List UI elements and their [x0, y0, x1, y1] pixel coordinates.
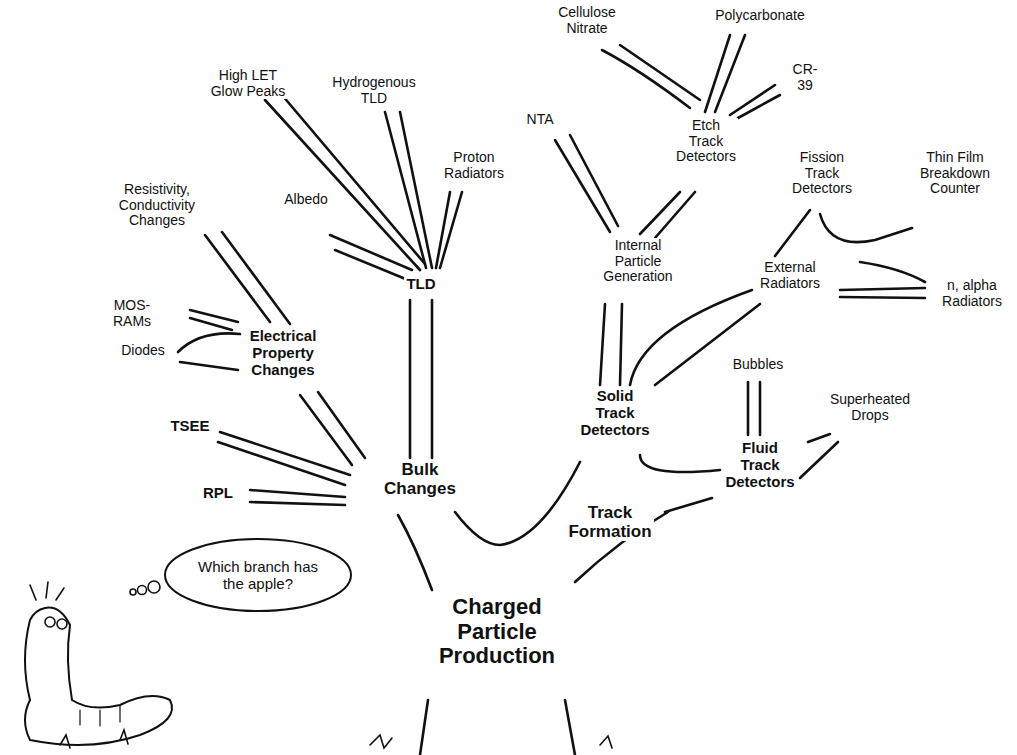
- branch-label: Proton Radiators: [442, 150, 506, 181]
- branch-label: Bubbles: [731, 357, 786, 373]
- thought-bubble: Which branch has the apple?: [163, 537, 353, 613]
- branch-label: Cellulose Nitrate: [556, 5, 618, 36]
- branch-label: Track Formation: [566, 503, 653, 541]
- branch-label: n, alpha Radiators: [933, 278, 1012, 309]
- branch-label: Polycarbonate: [713, 8, 807, 24]
- branch-label: Hydrogenous TLD: [330, 75, 417, 106]
- branch-label: Charged Particle Production: [437, 595, 557, 669]
- branch-label: Thin Film Breakdown Counter: [918, 150, 992, 197]
- branch-label: Superheated Drops: [828, 392, 912, 423]
- branch-label: Fission Track Detectors: [790, 150, 854, 197]
- branch-label: Internal Particle Generation: [601, 238, 674, 285]
- branch-label: CR-39: [791, 62, 820, 93]
- branch-label: Etch Track Detectors: [674, 118, 738, 165]
- branch-label: High LET Glow Peaks: [204, 68, 293, 99]
- branch-label: Resistivity, Conductivity Changes: [117, 182, 197, 229]
- thought-text: Which branch has the apple?: [193, 558, 323, 593]
- branch-label: Fluid Track Detectors: [723, 440, 796, 490]
- branch-label: Solid Track Detectors: [578, 388, 651, 438]
- branch-label: TLD: [404, 276, 437, 293]
- branch-label: External Radiators: [758, 260, 822, 291]
- branch-label: MOS-RAMs: [111, 298, 153, 329]
- branch-label: RPL: [201, 485, 235, 502]
- branch-label: Electrical Property Changes: [248, 328, 319, 378]
- branch-label: Albedo: [282, 192, 330, 208]
- branch-label: Diodes: [119, 343, 167, 359]
- branch-label: TSEE: [168, 418, 211, 435]
- branch-label: NTA: [525, 112, 556, 128]
- branch-label: Bulk Changes: [382, 460, 458, 498]
